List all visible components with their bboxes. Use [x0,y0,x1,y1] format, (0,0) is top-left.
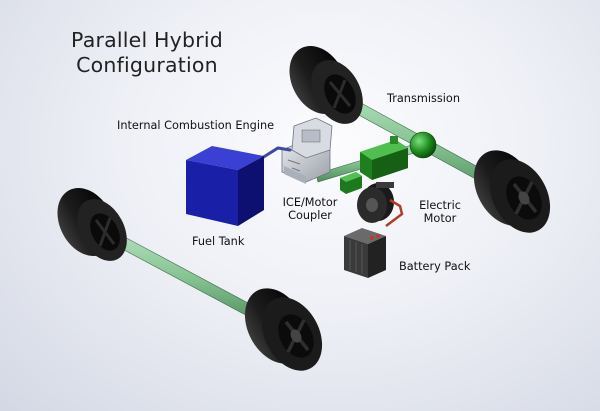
label-battery-pack: Battery Pack [399,260,471,273]
label-motor-line-1: Electric [419,199,461,212]
label-electric-motor: Electric Motor [410,199,470,225]
electric-motor [357,182,394,223]
battery-cable [385,198,404,227]
diagram-title: Parallel Hybrid Configuration [52,28,242,78]
fuel-line [260,146,292,160]
label-coupler: ICE/Motor Coupler [270,196,350,222]
transmission [360,136,408,180]
differential [409,131,437,159]
title-line-2: Configuration [76,53,218,77]
rear-axle-assembly [289,45,551,233]
label-coupler-line-1: ICE/Motor [282,196,338,209]
rear-left-tire [289,45,363,124]
front-axle-assembly [57,187,323,371]
battery-pack [344,228,386,278]
rear-right-tire [473,150,551,233]
front-right-tire [244,288,323,371]
label-engine: Internal Combustion Engine [117,119,275,132]
coupler [340,172,362,194]
label-fuel-tank: Fuel Tank [192,235,245,248]
front-left-tire [57,187,127,261]
label-motor-line-2: Motor [423,212,457,225]
internal-combustion-engine [281,117,333,184]
label-transmission: Transmission [387,92,460,105]
title-line-1: Parallel Hybrid [71,28,223,52]
label-coupler-line-2: Coupler [288,209,332,222]
fuel-tank [186,146,264,226]
